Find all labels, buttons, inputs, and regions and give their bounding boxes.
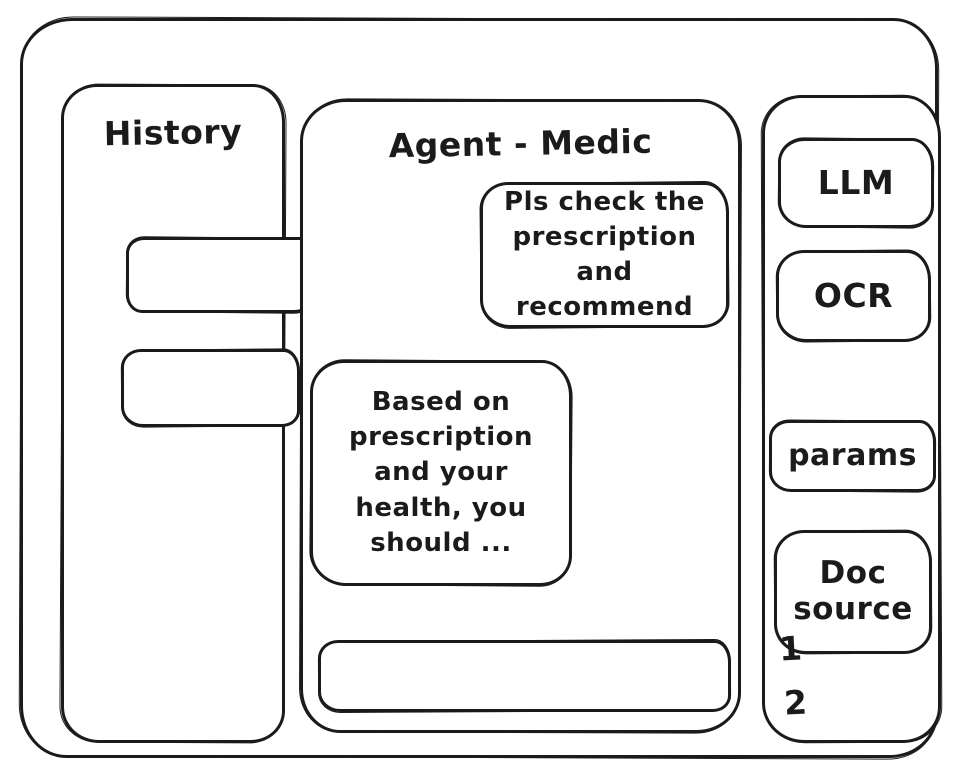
doc-source-item[interactable]: 2 — [782, 682, 809, 723]
chat-input-box — [318, 640, 731, 712]
history-item[interactable] — [126, 237, 314, 313]
tool-button-doc-source[interactable]: Doc source — [774, 530, 932, 654]
agent-message-text: Based on prescription and your health, y… — [348, 387, 533, 558]
doc-source-item[interactable]: 1 — [777, 628, 804, 669]
chat-input[interactable] — [321, 643, 728, 709]
tool-button-llm[interactable]: LLM — [778, 138, 934, 228]
chat-title: Agent - Medic — [388, 121, 653, 166]
tool-button-ocr[interactable]: OCR — [776, 250, 931, 342]
tool-button-params[interactable]: params — [769, 420, 936, 492]
chat-panel: Agent - Medic Pls check the prescription… — [300, 99, 741, 733]
history-item[interactable] — [121, 349, 300, 427]
history-title: History — [103, 111, 243, 154]
tools-panel: LLM OCR params Doc source 1 2 — [762, 95, 941, 743]
agent-message-bubble: Based on prescription and your health, y… — [310, 360, 572, 586]
history-panel: History — [61, 84, 314, 743]
user-message-text: Pls check the prescription and recommend — [504, 186, 705, 323]
app-window: History Agent - Medic Pls check the pres… — [20, 18, 941, 758]
user-message-bubble: Pls check the prescription and recommend — [480, 182, 729, 328]
